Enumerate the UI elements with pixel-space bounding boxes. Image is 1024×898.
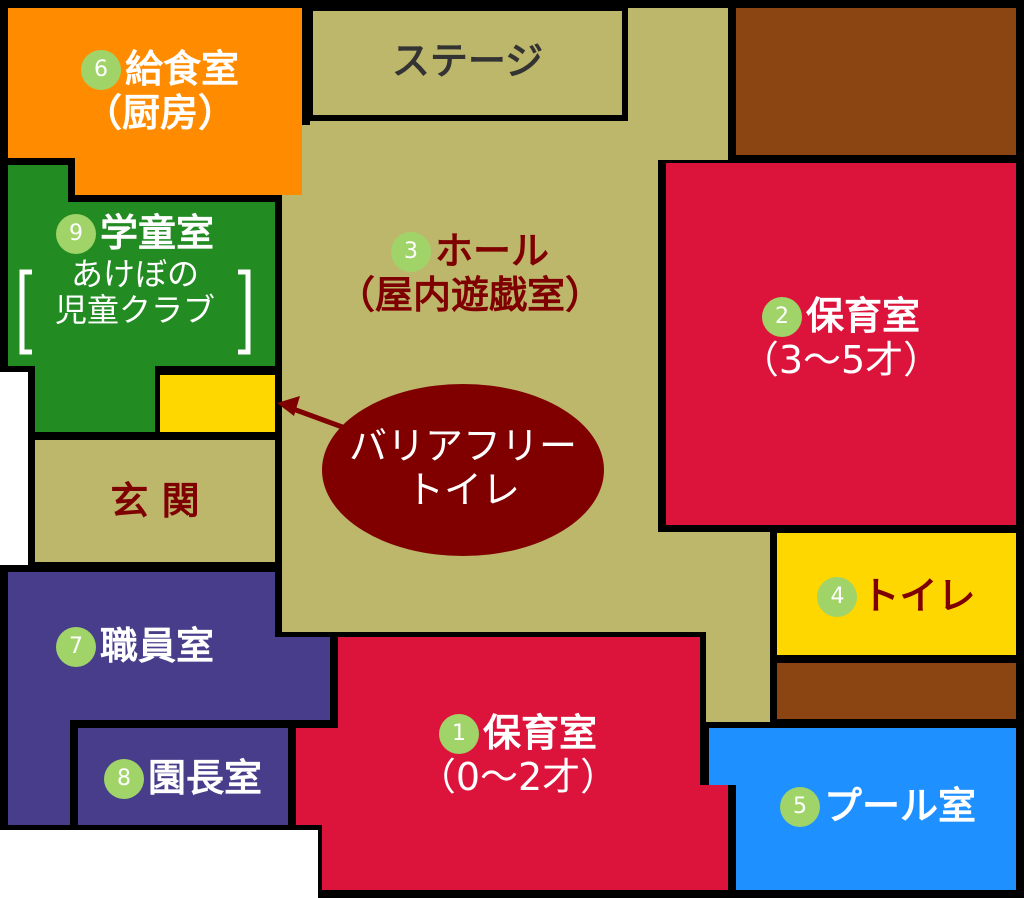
number-badge: 8 [103, 758, 144, 799]
room-barrier-free-toilet[interactable] [160, 375, 275, 432]
room-entrance[interactable] [35, 440, 275, 562]
gakudo-sub1: あけぼの [70, 254, 199, 293]
room-toilet[interactable] [777, 533, 1016, 655]
room-pool[interactable] [709, 728, 1016, 890]
toilet-name: トイレ [861, 574, 976, 618]
gakudo-name: 学童室 [99, 211, 214, 255]
room-kitchen[interactable] [8, 8, 302, 195]
bracket-icon [19, 269, 251, 355]
number-badge: 5 [779, 786, 820, 827]
barrier-free-line1: バリアフリー [348, 424, 577, 468]
number-badge: 6 [80, 49, 121, 90]
number-badge: 7 [55, 626, 96, 667]
staff-name: 職員室 [99, 624, 214, 668]
barrier-free-callout [322, 384, 604, 556]
hall-sub: （屋内遊戯室） [336, 272, 603, 317]
kitchen-sub: （厨房） [83, 90, 236, 135]
number-badge: 2 [761, 296, 802, 337]
room-storage-bottom [777, 663, 1016, 719]
outside-area [0, 372, 28, 565]
barrier-free-line2: トイレ [405, 467, 520, 512]
nursery-1-name: 保育室 [482, 711, 597, 755]
kitchen-name: 給食室 [124, 47, 239, 91]
room-nursery-2[interactable] [666, 163, 1016, 525]
gakudo-sub2: 児童クラブ [54, 291, 215, 330]
barrier-free-label: バリアフリー トイレ [322, 424, 604, 512]
room-nursery-1[interactable] [296, 637, 728, 890]
principal-name: 園長室 [147, 756, 262, 800]
entrance-label: 玄 関 [110, 479, 200, 523]
room-stage[interactable] [307, 5, 628, 121]
nursery-2-name: 保育室 [805, 294, 920, 338]
number-badge: 4 [817, 576, 858, 617]
outside-area [0, 830, 318, 898]
nursery-1-sub: （0～2才） [417, 754, 619, 799]
arrow-head-icon [277, 396, 300, 416]
number-badge: 1 [438, 713, 479, 754]
room-storage-top [736, 8, 1016, 155]
number-badge: 3 [390, 231, 431, 272]
nursery-2-sub: （3～5才） [740, 337, 942, 382]
number-badge: 9 [55, 213, 96, 254]
pool-name: プール室 [823, 784, 976, 828]
stage-label: ステージ [391, 39, 544, 83]
hall-name: ホール [434, 229, 549, 273]
